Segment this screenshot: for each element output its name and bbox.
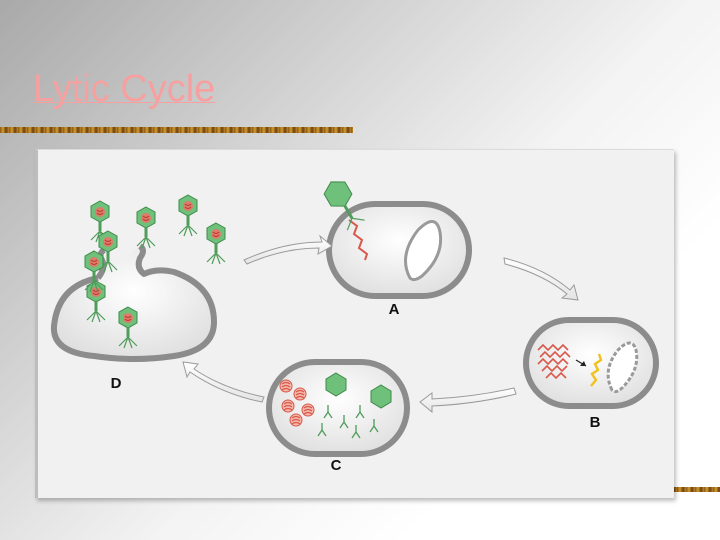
degraded-host-dna xyxy=(590,353,603,387)
step-label-b: B xyxy=(590,414,601,431)
arrow-d-to-a xyxy=(243,234,333,265)
arrow-b-to-c xyxy=(419,387,517,414)
step-label-a: A xyxy=(389,301,400,318)
cell-d: D xyxy=(50,194,226,392)
host-chromosome-b xyxy=(606,341,639,394)
injected-viral-dna xyxy=(348,219,369,261)
replicating-viral-dna xyxy=(537,343,571,380)
arrow-c-to-d xyxy=(182,361,265,403)
footer-divider xyxy=(668,487,720,492)
lytic-cycle-diagram: A B xyxy=(35,149,674,498)
cell-a: A xyxy=(323,181,472,318)
cell-b: B xyxy=(523,317,659,431)
slide-title: Lytic Cycle xyxy=(33,68,216,110)
assembling-phages xyxy=(317,372,392,439)
step-label-c: C xyxy=(331,457,342,474)
cell-c: C xyxy=(266,359,410,474)
title-divider xyxy=(0,127,353,133)
arrow-a-to-b xyxy=(503,257,579,301)
step-label-d: D xyxy=(111,375,122,392)
attached-phage xyxy=(323,181,365,231)
host-chromosome-a xyxy=(404,220,443,282)
